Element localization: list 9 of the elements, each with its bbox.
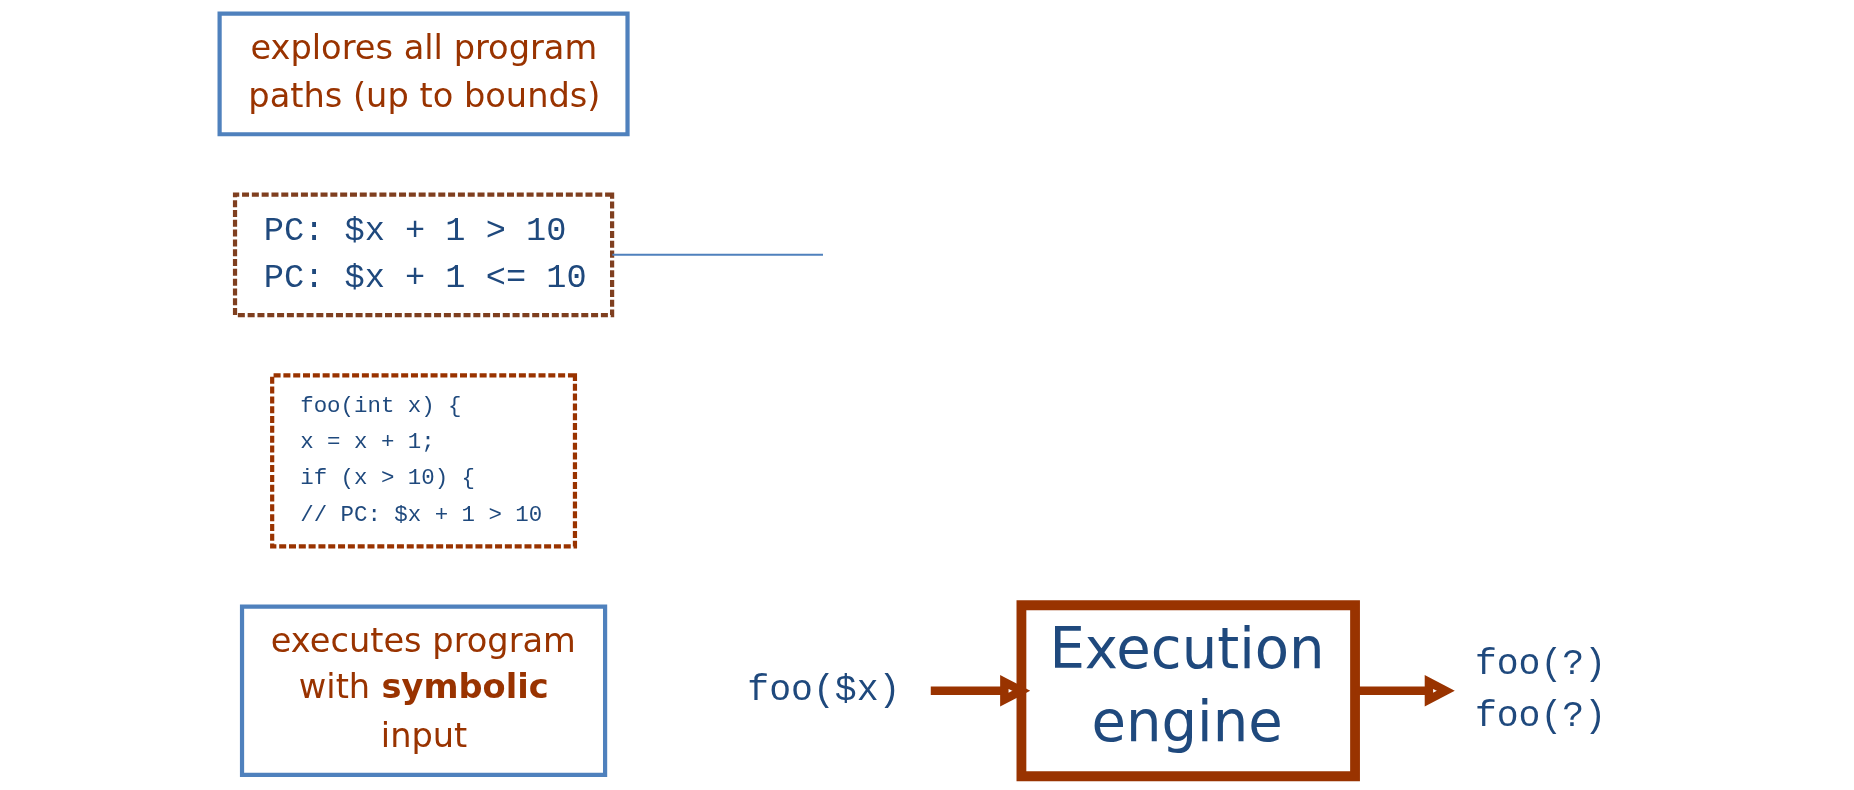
connector xyxy=(611,253,823,256)
node-box: Execution engine xyxy=(1016,600,1360,782)
node-box: explores all program paths (up to bounds) xyxy=(217,11,630,137)
node-box: foo(int x) { x = x + 1; if (x > 10) { // PC: $x + 1 > 10 xyxy=(269,373,577,549)
node-text: foo($x) xyxy=(746,670,900,712)
node-box: PC: $x + 1 > 10 PC: $x + 1 <= 10 xyxy=(232,192,614,318)
node-box: executes program with symbolic input xyxy=(239,604,607,777)
node-text: foo(?) foo(?) xyxy=(1474,643,1606,737)
arrow xyxy=(930,675,1030,707)
